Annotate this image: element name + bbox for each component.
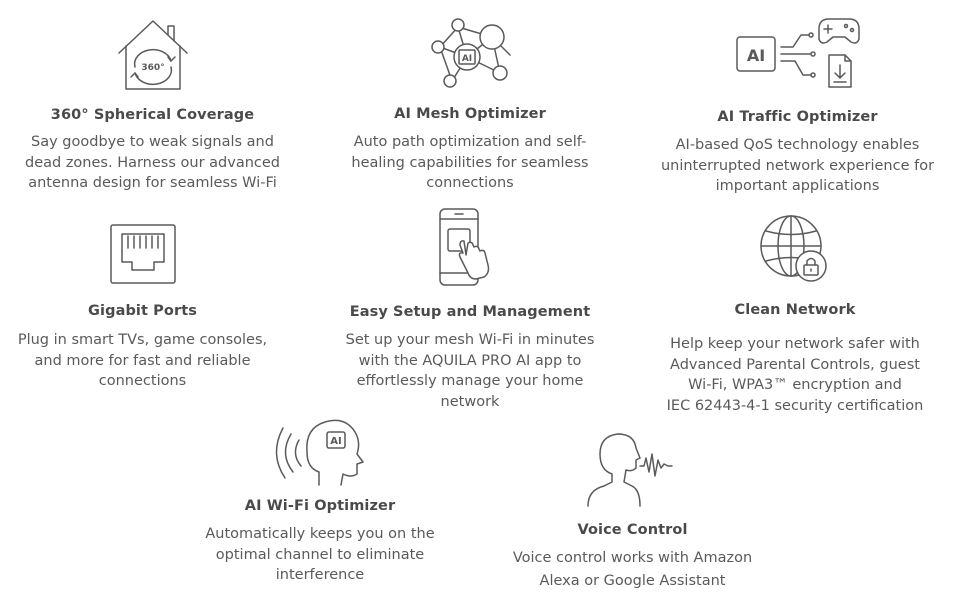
feature-coverage: 360° 360° Spherical Coverage Say goodbye… [15,15,290,194]
feature-title: Voice Control [577,522,688,538]
feature-title: AI Wi-Fi Optimizer [244,498,396,514]
feature-wifi-optimizer: AI AI Wi-Fi Optimizer Automatically keep… [180,410,460,586]
feature-title: AI Mesh Optimizer [394,106,546,122]
feature-description: Automatically keeps you on the optimal c… [205,526,435,583]
feature-ports: Gigabit Ports Plug in smart TVs, game co… [5,222,280,392]
icon-label: 360° [141,63,164,73]
feature-traffic: AI AI Traffic Optimizer AI-based QoS tec… [645,15,950,197]
feature-setup: Easy Setup and Management Set up your me… [325,207,615,412]
feature-mesh: AI AI Mesh Optimizer Auto path optimizat… [330,15,610,194]
phone-tap-icon [325,207,615,290]
feature-title: Clean Network [734,302,856,318]
feature-description: Auto path optimization and self- healing… [351,134,589,191]
icon-label: AI [746,46,764,65]
feature-description: Say goodbye to weak signals and dead zon… [25,134,280,191]
feature-title: 360° Spherical Coverage [50,107,255,123]
feature-description: Help keep your network safer with Advanc… [666,336,924,414]
feature-voice: Voice Control Voice control works with A… [495,428,770,591]
ai-traffic-icon: AI [645,15,950,93]
feature-title: Easy Setup and Management [349,304,591,320]
feature-clean: Clean Network Help keep your network saf… [645,212,945,416]
feature-description: Set up your mesh Wi-Fi in minutes with t… [345,332,595,410]
feature-description: Voice control works with Amazon Alexa or… [512,550,753,589]
ethernet-port-icon [5,222,280,288]
feature-title: Gigabit Ports [88,303,197,319]
ai-head-waves-icon: AI [180,410,460,490]
feature-title: AI Traffic Optimizer [717,109,878,125]
icon-label: AI [462,54,472,64]
globe-lock-icon [645,212,945,284]
icon-label: AI [330,436,341,447]
voice-person-icon [495,428,770,508]
ai-mesh-network-icon: AI [330,15,610,90]
house-360-icon: 360° [15,15,290,93]
feature-description: Plug in smart TVs, game consoles, and mo… [17,332,268,389]
feature-description: AI-based QoS technology enables uninterr… [660,137,935,194]
